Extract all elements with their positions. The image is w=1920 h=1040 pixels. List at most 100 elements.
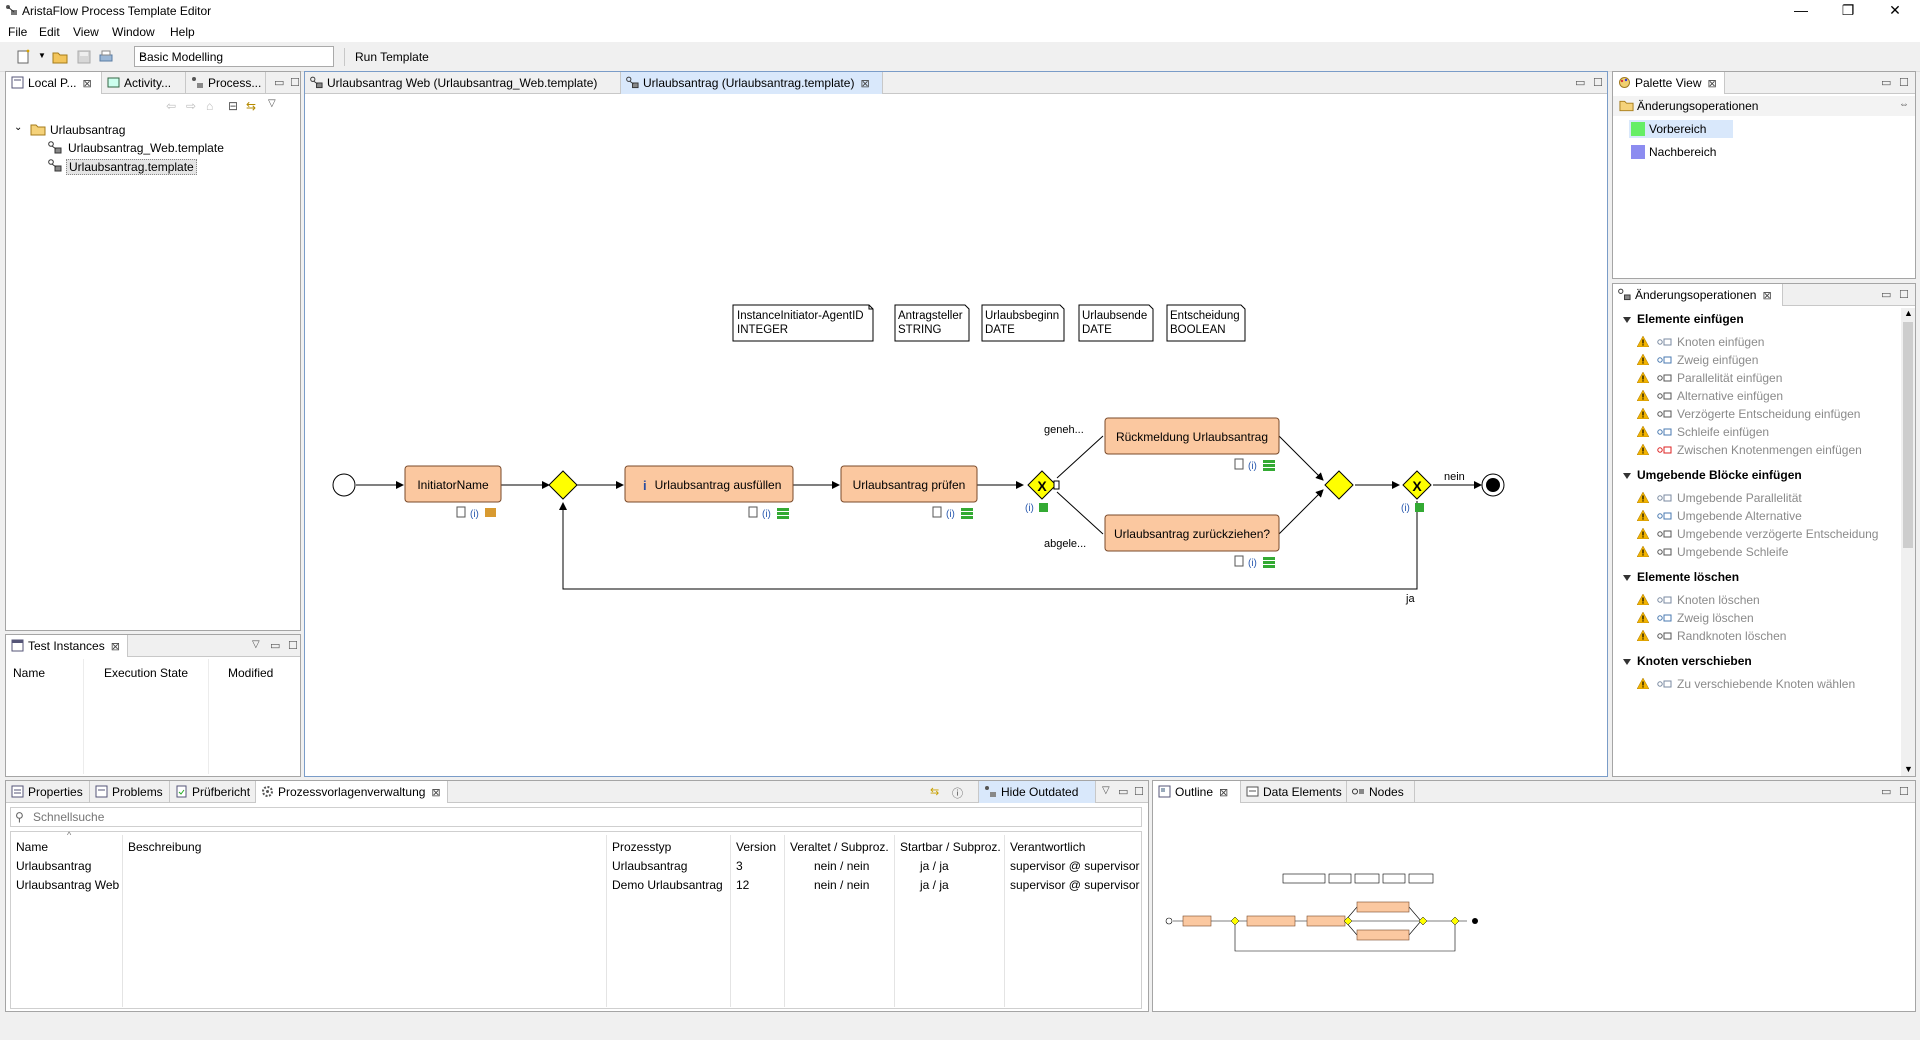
close-icon[interactable]: ⊠ [1762, 290, 1772, 302]
activity-withdraw[interactable]: Urlaubsantrag zurückziehen? [1104, 514, 1280, 552]
tree-item-web-template[interactable]: Urlaubsantrag_Web.template [48, 140, 278, 156]
perspective-select[interactable]: Basic Modelling ⌄ [134, 46, 334, 67]
home-icon[interactable]: ⌂ [206, 99, 214, 113]
column-header-version[interactable]: Version [736, 840, 777, 854]
column-header-execution-state[interactable]: Execution State [104, 666, 189, 680]
column-header-process-type[interactable]: Prozesstyp [612, 840, 672, 854]
save-icon[interactable] [76, 49, 92, 65]
tab-process[interactable]: Process... [186, 72, 266, 94]
column-header-responsible[interactable]: Verantwortlich [1010, 840, 1086, 854]
back-arrow-icon[interactable]: ⇦ [166, 99, 177, 113]
maximize-view-icon[interactable]: ☐ [290, 77, 300, 89]
maximize-view-icon[interactable]: ☐ [1593, 77, 1603, 89]
scrollbar[interactable]: ▲ ▼ [1901, 308, 1915, 776]
open-folder-icon[interactable] [52, 49, 68, 65]
palette-item-vorbereich[interactable]: Vorbereich [1629, 120, 1733, 138]
section-header[interactable]: Elemente einfügen [1623, 312, 1744, 326]
scroll-up-icon[interactable]: ▲ [1904, 308, 1913, 318]
sync-icon[interactable]: ⇆ [930, 786, 940, 798]
forward-arrow-icon[interactable]: ⇨ [186, 99, 197, 113]
collapse-icon[interactable]: ⇔ [1899, 99, 1909, 110]
data-element[interactable]: Antragsteller STRING [894, 304, 970, 342]
close-icon[interactable]: ⊠ [1219, 787, 1229, 799]
menu-view[interactable]: View [73, 25, 99, 39]
hide-outdated-toggle[interactable]: Hide Outdated [978, 781, 1096, 803]
maximize-view-icon[interactable]: ☐ [1899, 77, 1909, 89]
section-header[interactable]: Knoten verschieben [1623, 654, 1752, 668]
column-header-name[interactable]: Name [13, 666, 46, 680]
menu-window[interactable]: Window [112, 25, 155, 39]
activity-fill-request[interactable]: i Urlaubsantrag ausfüllen [624, 465, 794, 503]
view-menu-icon[interactable]: ▽ [252, 639, 260, 650]
tab-change-operations[interactable]: Änderungsoperationen⊠ [1613, 284, 1783, 306]
start-node[interactable] [332, 473, 356, 497]
minimize-view-icon[interactable]: ▭ [1118, 786, 1129, 798]
column-header-description[interactable]: Beschreibung [128, 840, 202, 854]
tree-item-root[interactable]: ⌄ Urlaubsantrag [14, 122, 214, 138]
column-header-name[interactable]: Name [16, 840, 49, 854]
maximize-view-icon[interactable]: ☐ [1899, 786, 1909, 798]
scroll-down-icon[interactable]: ▼ [1904, 764, 1913, 774]
close-icon[interactable]: ⊠ [431, 787, 441, 799]
tab-data-elements[interactable]: Data Elements [1241, 781, 1347, 803]
activity-initiator-name[interactable]: InitiatorName [404, 465, 502, 503]
tab-activity[interactable]: Activity... [102, 72, 186, 94]
tab-editor-template[interactable]: Urlaubsantrag (Urlaubsantrag.template)⊠ [621, 72, 883, 94]
search-input[interactable] [33, 809, 1133, 825]
menu-help[interactable]: Help [170, 25, 195, 39]
data-element[interactable]: Urlaubsende DATE [1078, 304, 1154, 342]
column-header-outdated[interactable]: Veraltet / Subproz. [790, 840, 889, 854]
tree-item-template[interactable]: Urlaubsantrag.template [48, 158, 278, 175]
outline-thumbnail[interactable] [1157, 809, 1533, 1007]
xor-split-gateway[interactable]: X [1027, 470, 1060, 500]
palette-item-nachbereich[interactable]: Nachbereich [1629, 143, 1733, 161]
data-element[interactable]: Entscheidung BOOLEAN [1166, 304, 1246, 342]
minimize-button[interactable]: — [1794, 2, 1808, 18]
tab-prozessvorlagenverwaltung[interactable]: Prozessvorlagenverwaltung⊠ [256, 781, 448, 803]
print-icon[interactable] [98, 49, 114, 65]
minimize-view-icon[interactable]: ▭ [1881, 77, 1892, 89]
new-icon[interactable] [16, 49, 32, 65]
tab-pruefbericht[interactable]: Prüfbericht [170, 781, 256, 803]
close-icon[interactable]: ⊠ [1707, 78, 1717, 90]
menu-file[interactable]: File [8, 25, 28, 39]
minimize-view-icon[interactable]: ▭ [1881, 289, 1892, 301]
chevron-down-icon[interactable]: ⌄ [14, 122, 23, 133]
tab-properties[interactable]: Properties [6, 781, 90, 803]
collapse-all-icon[interactable]: ⊟ [228, 99, 239, 113]
section-header[interactable]: Umgebende Blöcke einfügen [1623, 468, 1802, 482]
minimize-view-icon[interactable]: ▭ [274, 77, 285, 89]
tab-nodes[interactable]: Nodes [1347, 781, 1415, 803]
link-editor-icon[interactable]: ⇆ [246, 99, 257, 113]
activity-check-request[interactable]: Urlaubsantrag prüfen [840, 465, 978, 503]
quick-search-field[interactable]: ⚲ [10, 807, 1142, 827]
menu-edit[interactable]: Edit [39, 25, 60, 39]
column-header-startable[interactable]: Startbar / Subproz. [900, 840, 1001, 854]
maximize-view-icon[interactable]: ☐ [288, 640, 298, 652]
new-dropdown-icon[interactable]: ▼ [38, 51, 46, 60]
tab-palette-view[interactable]: Palette View⊠ [1613, 72, 1725, 94]
tab-editor-web-template[interactable]: Urlaubsantrag Web (Urlaubsantrag_Web.tem… [305, 72, 621, 94]
help-icon[interactable]: ⓘ [952, 788, 963, 800]
minimize-view-icon[interactable]: ▭ [270, 640, 281, 652]
maximize-view-icon[interactable]: ☐ [1134, 786, 1144, 798]
view-menu-icon[interactable]: ▽ [268, 98, 276, 109]
activity-feedback[interactable]: Rückmeldung Urlaubsantrag [1104, 417, 1280, 455]
column-header-modified[interactable]: Modified [228, 666, 274, 680]
minimize-view-icon[interactable]: ▭ [1881, 786, 1892, 798]
scrollbar-thumb[interactable] [1903, 322, 1913, 548]
tab-outline[interactable]: Outline⊠ [1153, 781, 1241, 803]
section-header[interactable]: Elemente löschen [1623, 570, 1739, 584]
tab-problems[interactable]: Problems [90, 781, 170, 803]
tab-test-instances[interactable]: Test Instances⊠ [6, 635, 128, 657]
view-menu-icon[interactable]: ▽ [1102, 785, 1110, 796]
close-window-button[interactable]: ✕ [1889, 2, 1901, 18]
palette-group-header[interactable]: Änderungsoperationen ⇔ [1613, 96, 1915, 116]
minimize-view-icon[interactable]: ▭ [1575, 77, 1586, 89]
xor-join-gateway[interactable] [1324, 470, 1354, 500]
maximize-view-icon[interactable]: ☐ [1899, 289, 1909, 301]
close-icon[interactable]: ⊠ [110, 641, 120, 653]
run-template-button[interactable]: Run Template [355, 50, 429, 64]
data-element[interactable]: Urlaubsbeginn DATE [981, 304, 1065, 342]
process-canvas[interactable]: InstanceInitiator-AgentID INTEGER Antrag… [305, 94, 1607, 776]
